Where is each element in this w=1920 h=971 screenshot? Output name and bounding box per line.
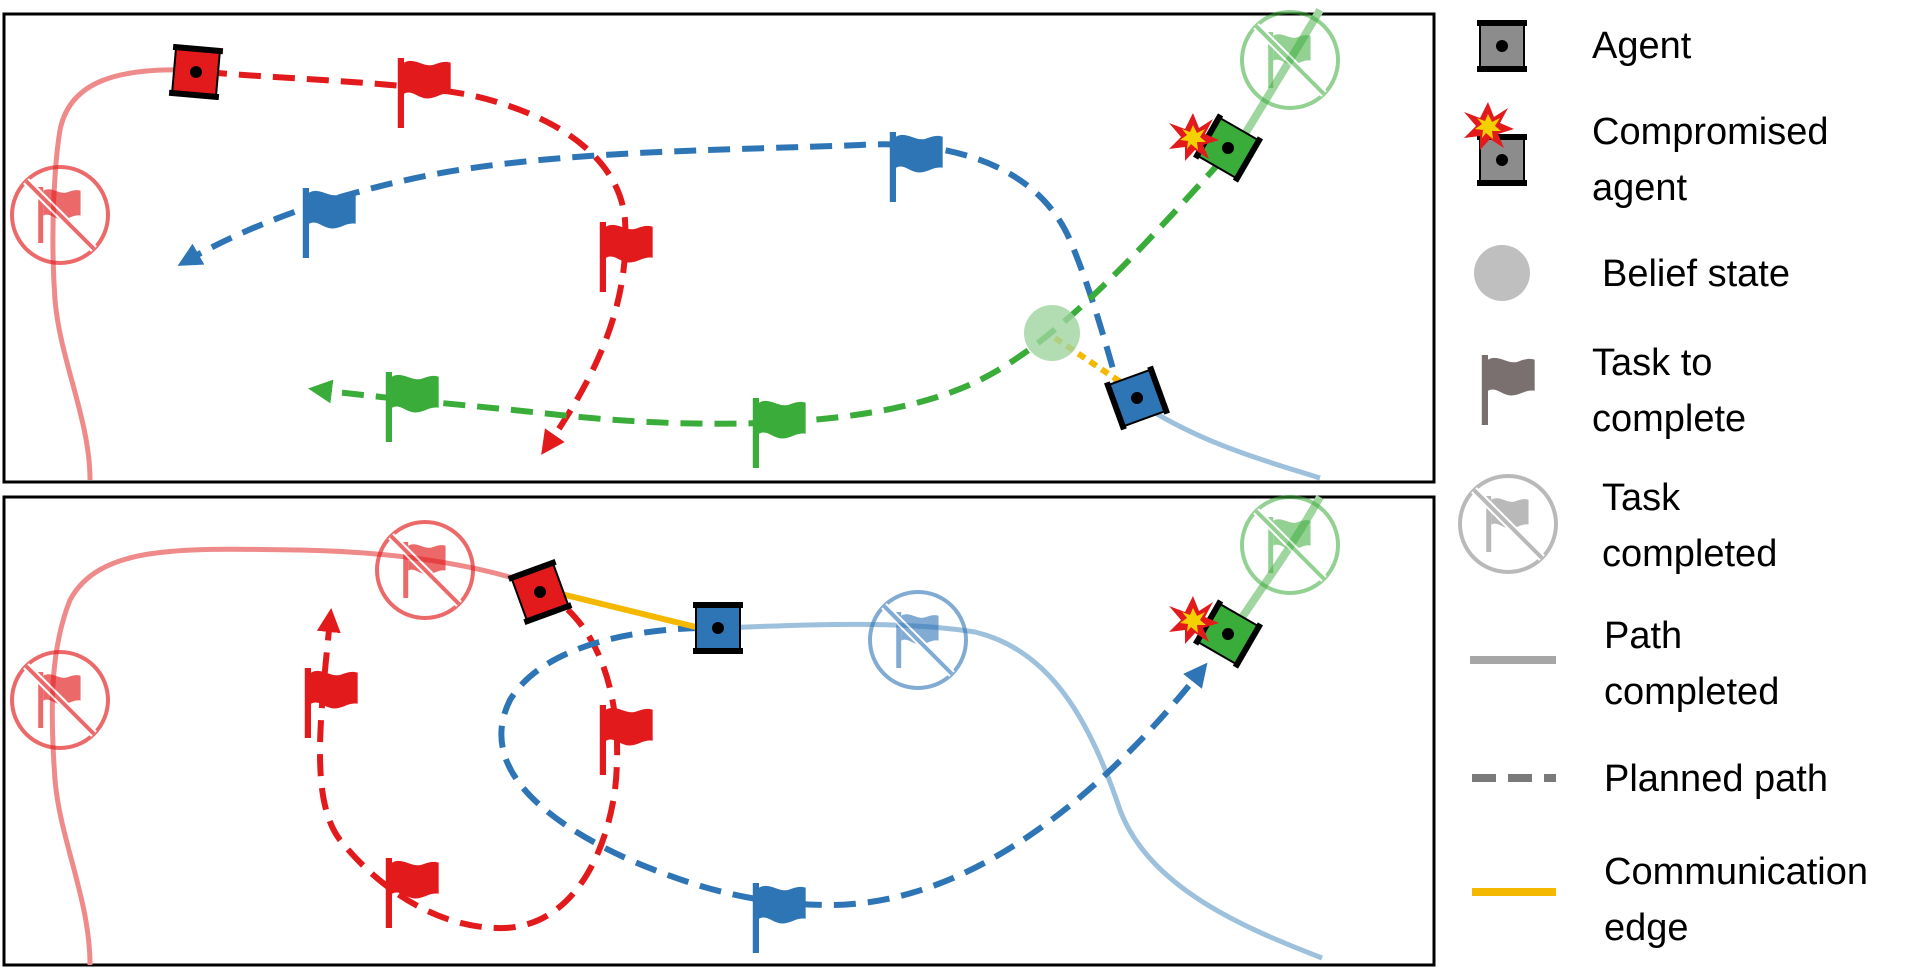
crossed-flag-icon xyxy=(375,520,475,620)
red-completed-path xyxy=(49,546,521,966)
top-panel xyxy=(2,7,1436,484)
explosion-icon xyxy=(1169,113,1219,161)
bottom-panel xyxy=(2,495,1436,967)
legend-belief-label: Belief state xyxy=(1602,253,1790,295)
blue-agent xyxy=(693,602,743,654)
legend-completed-label-1: Task xyxy=(1602,477,1681,519)
red-planned-path xyxy=(316,587,621,932)
red-planned-path xyxy=(204,69,629,455)
blue-agent xyxy=(1104,365,1170,431)
flag-icon xyxy=(599,705,653,775)
red-completed-path xyxy=(50,67,191,481)
legend-task-label-1: Task to xyxy=(1592,342,1712,384)
legend-completed-label-2: completed xyxy=(1602,533,1777,575)
legend-comm-label-2: edge xyxy=(1604,907,1689,949)
green-planned-path xyxy=(308,157,1225,427)
crossed-flag-icon xyxy=(1240,10,1340,110)
red-agent xyxy=(507,559,573,625)
green-completed-path xyxy=(1231,495,1324,631)
top-panel-frame xyxy=(2,12,1436,484)
crossed-flag-icon xyxy=(10,165,110,265)
legend-planned-label: Planned path xyxy=(1604,758,1828,800)
blue-planned-path xyxy=(177,141,1125,401)
legend-crossed-flag-icon xyxy=(1458,474,1558,574)
legend-comm-label-1: Communication xyxy=(1604,851,1868,893)
crossed-flag-icon xyxy=(868,590,968,690)
legend: Agent Compromised agent Belief state Tas… xyxy=(1458,20,1868,949)
bottom-panel-frame xyxy=(2,495,1436,967)
legend-compromised-label-2: agent xyxy=(1592,167,1688,209)
blue-planned-path xyxy=(498,625,1208,909)
flag-icon xyxy=(304,668,358,738)
legend-path-completed-label-1: Path xyxy=(1604,615,1682,657)
explosion-icon xyxy=(1464,102,1514,150)
legend-task-label-2: complete xyxy=(1592,398,1746,440)
flag-icon xyxy=(752,398,806,468)
red-agent xyxy=(168,43,224,101)
legend-flag-icon xyxy=(1481,355,1535,425)
explosion-icon xyxy=(1169,596,1219,644)
flag-icon xyxy=(385,858,439,928)
flag-icon xyxy=(889,132,943,202)
legend-belief-icon xyxy=(1474,245,1530,301)
flag-icon xyxy=(302,188,356,258)
blue-completed-path xyxy=(1133,397,1321,481)
crossed-flag-icon xyxy=(1240,495,1340,595)
flag-icon xyxy=(385,372,439,442)
legend-agent-label: Agent xyxy=(1592,25,1692,67)
legend-path-completed-label-2: completed xyxy=(1604,671,1779,713)
flag-icon xyxy=(752,883,806,953)
belief-state xyxy=(1024,305,1080,361)
crossed-flag-icon xyxy=(10,650,110,750)
legend-agent-icon xyxy=(1477,20,1527,72)
flag-icon xyxy=(599,222,653,292)
flag-icon xyxy=(397,58,451,128)
communication-edge xyxy=(544,587,701,631)
legend-compromised-label-1: Compromised xyxy=(1592,111,1829,153)
blue-completed-path xyxy=(719,621,1323,961)
